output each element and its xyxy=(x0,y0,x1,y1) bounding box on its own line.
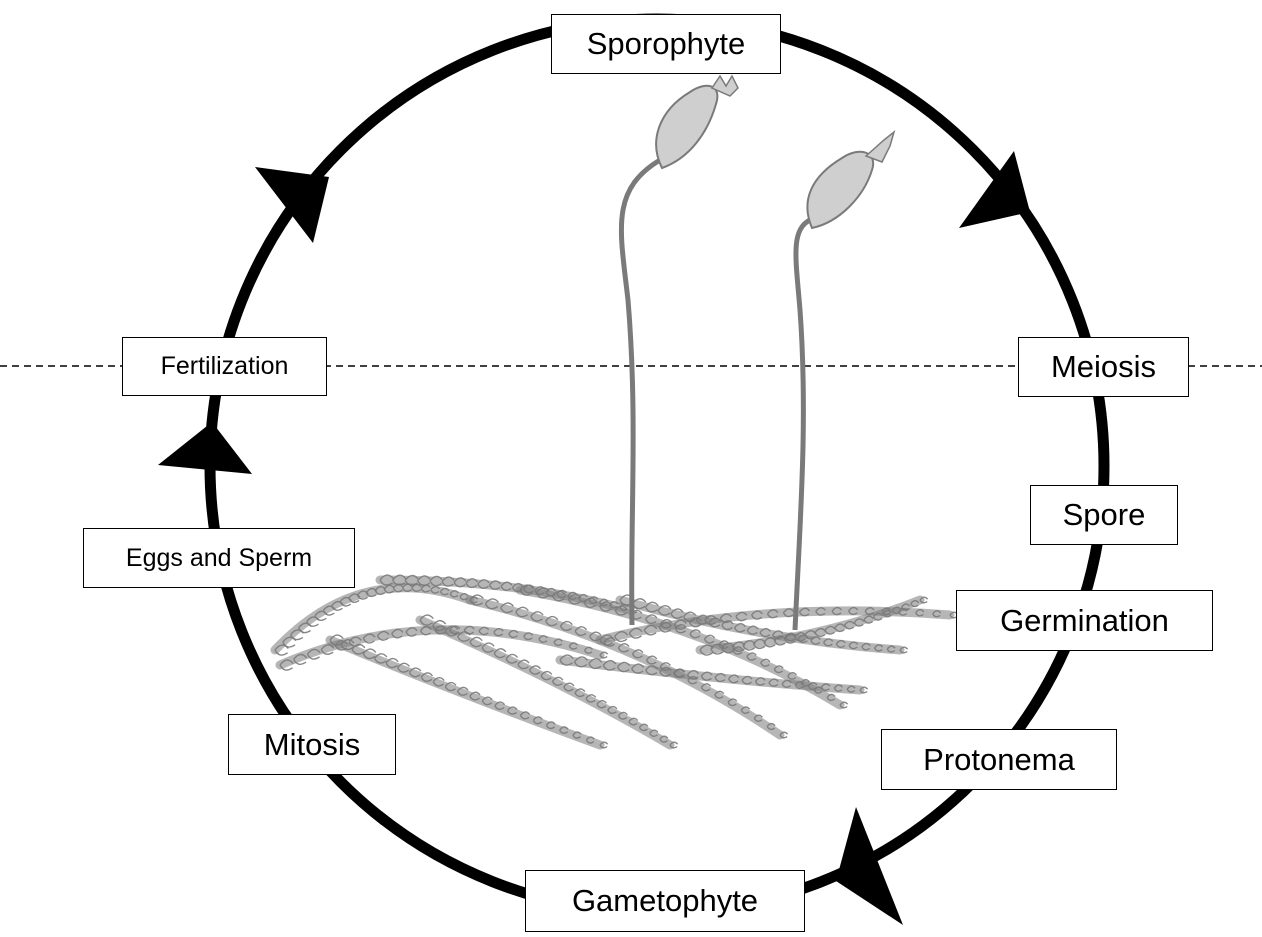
capsule-operculum-right xyxy=(866,132,894,162)
moss-illustration xyxy=(275,76,958,748)
protonema-label: Protonema xyxy=(881,729,1117,790)
arrow-top-right-icon xyxy=(959,151,1030,228)
arrow-bottom-right-icon xyxy=(836,807,903,925)
sporophyte-capsule-right xyxy=(807,152,873,228)
sporophyte-capsule-left xyxy=(656,86,717,168)
gametophyte-label: Gametophyte xyxy=(525,870,805,932)
sporophyte-label: Sporophyte xyxy=(551,14,781,74)
arrow-lower-left-icon xyxy=(158,422,252,474)
eggs-and-sperm-label: Eggs and Sperm xyxy=(83,528,355,588)
germination-label: Germination xyxy=(956,590,1213,651)
moss-stem xyxy=(280,630,600,665)
mitosis-label: Mitosis xyxy=(228,714,396,775)
spore-label: Spore xyxy=(1030,485,1178,545)
sporophyte-stalk-left xyxy=(621,160,660,625)
fertilization-label: Fertilization xyxy=(122,337,327,396)
sporophyte-stalk-right xyxy=(795,220,810,630)
arrow-top-left-icon xyxy=(255,167,329,243)
meiosis-label: Meiosis xyxy=(1018,337,1189,397)
